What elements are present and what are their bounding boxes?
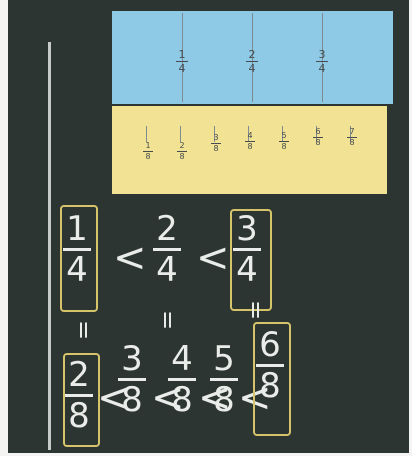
highlight-box-6-8 [253,322,291,436]
yellow-tick-1 [146,126,147,142]
chalk-vertical-line [48,42,51,450]
highlight-box-2-8 [63,353,100,447]
highlight-box-3-4 [230,209,272,311]
chalk-less-than-2: < [196,238,230,278]
chalk-equals-2: = [156,310,180,330]
chalk-equals-1: = [72,320,96,340]
chalk-less-than-1: < [113,238,147,278]
yellow-tick-2 [180,126,181,142]
highlight-box-1-4 [60,205,98,312]
chalk-equals-3: = [244,300,268,320]
